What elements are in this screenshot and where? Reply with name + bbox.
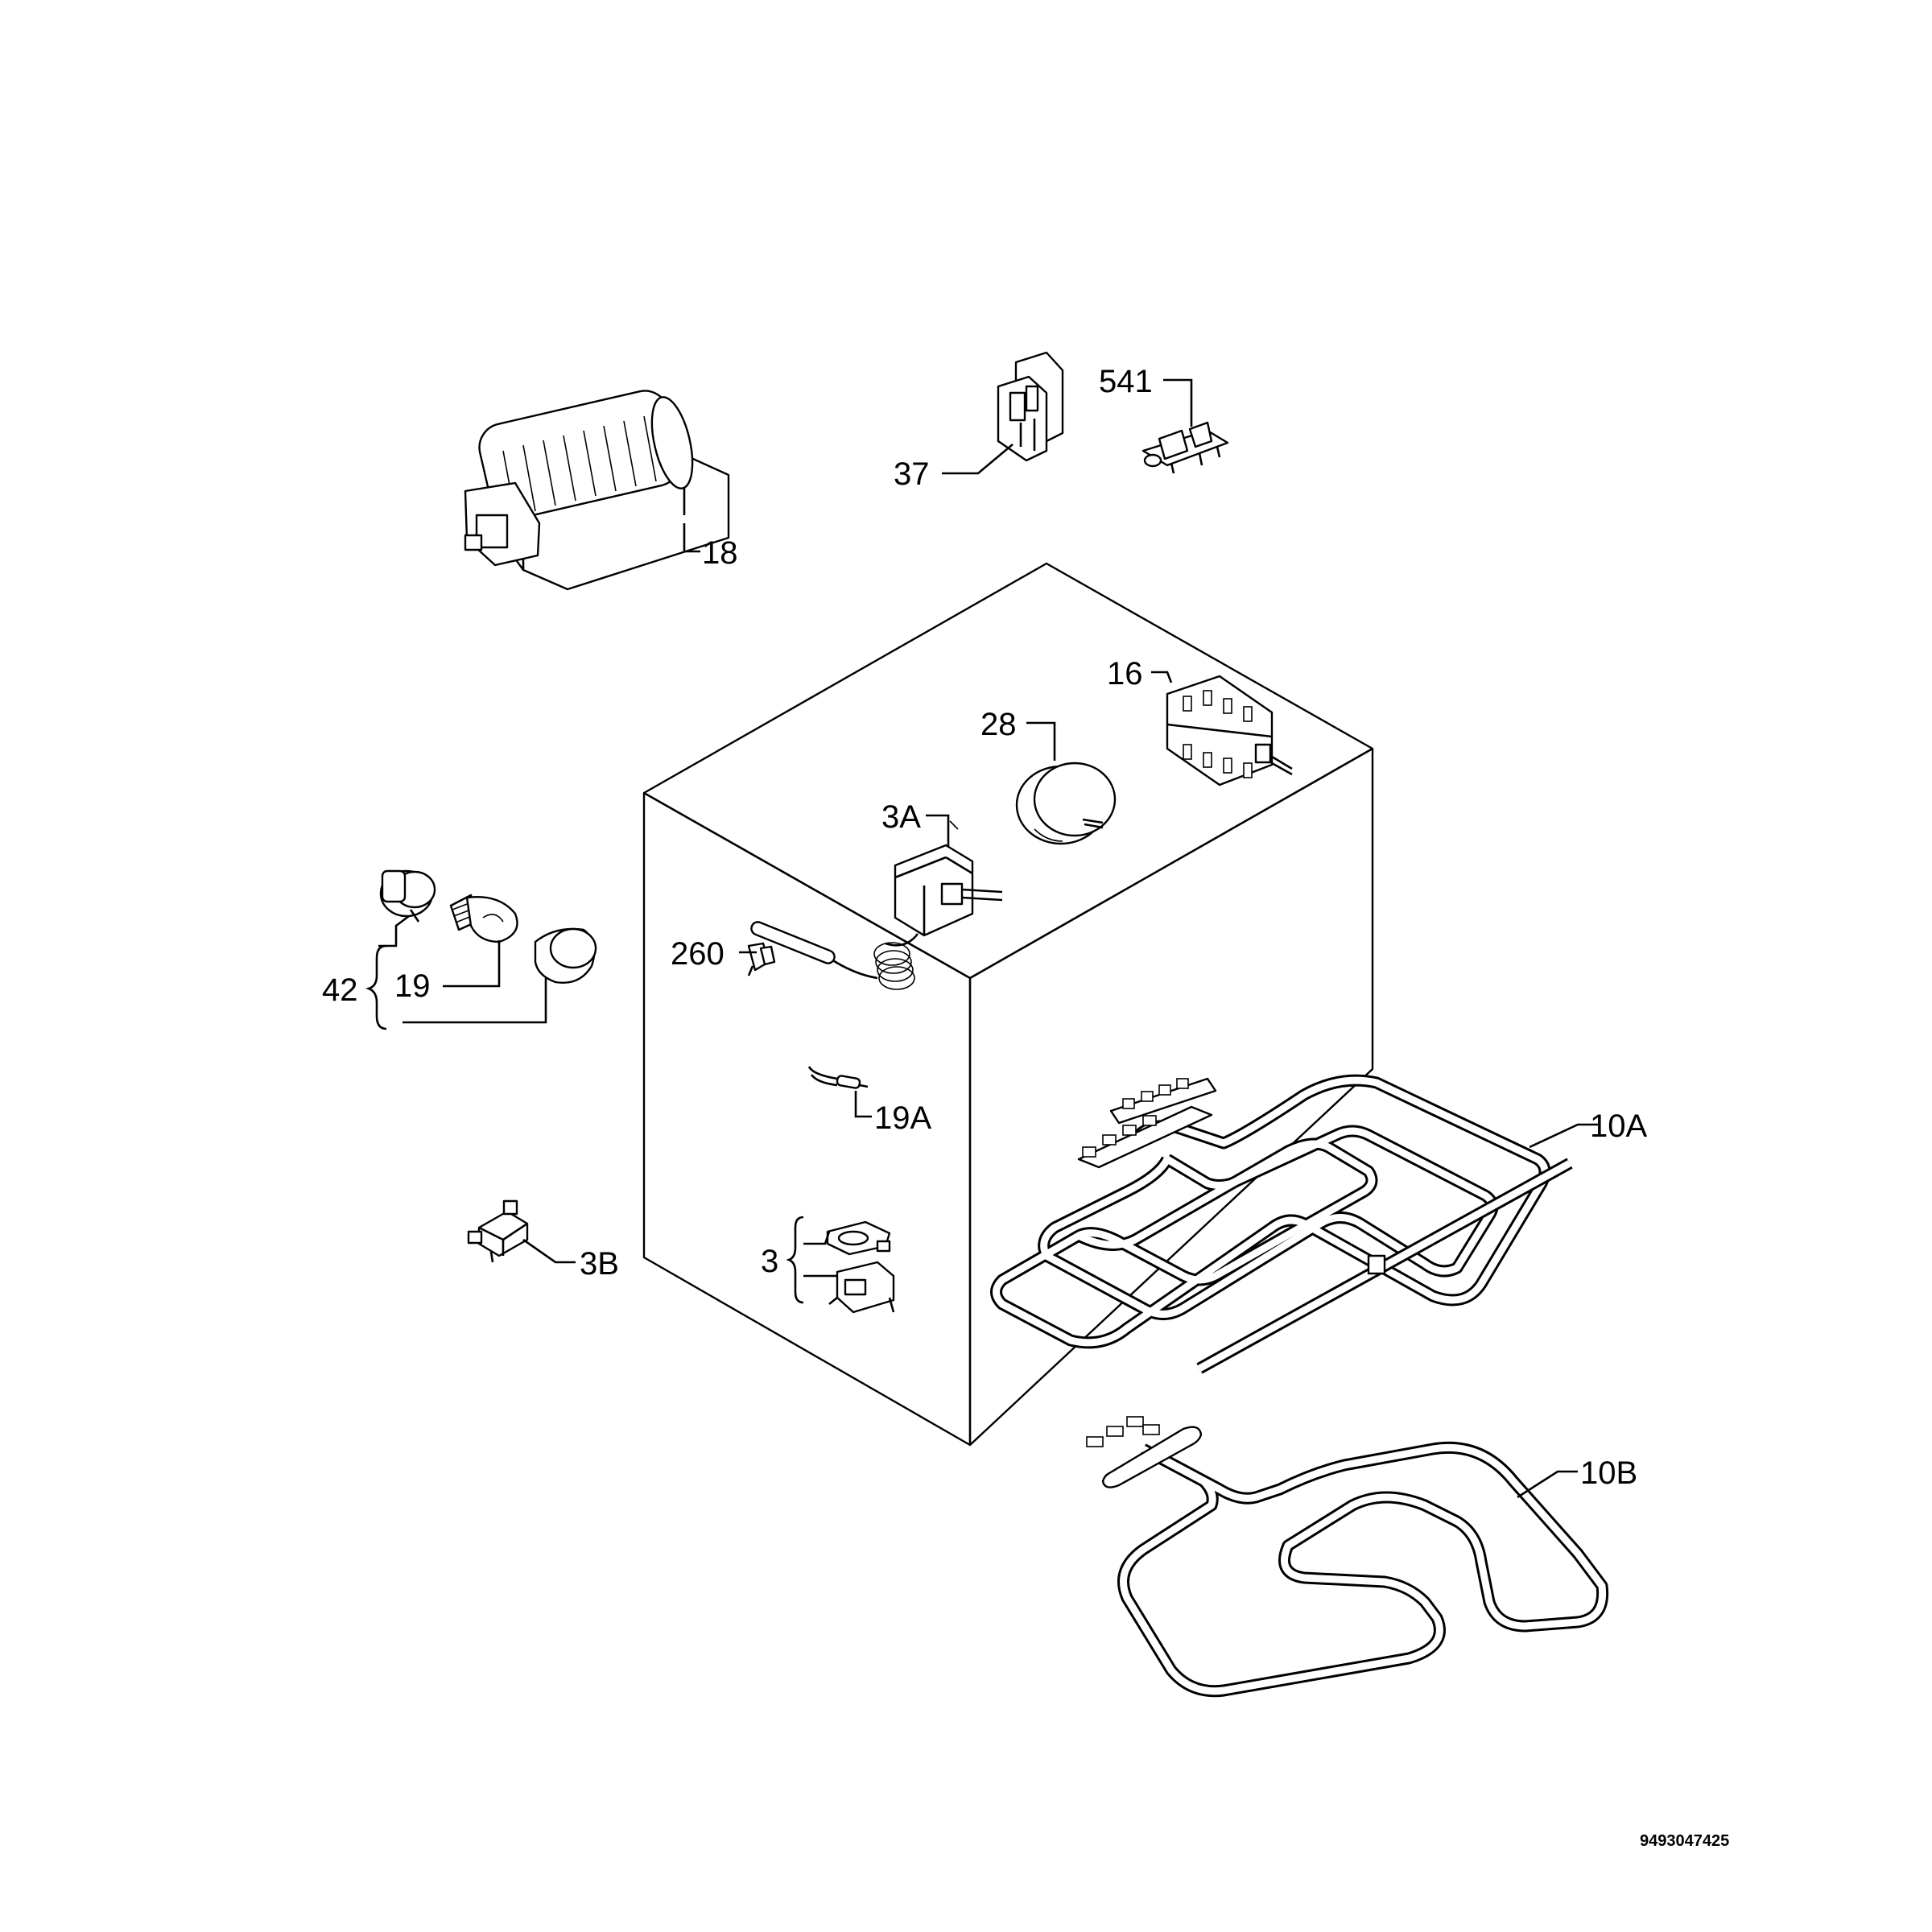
label-3A: 3A bbox=[881, 799, 921, 835]
label-541: 541 bbox=[1099, 364, 1153, 399]
lamp-bulb-part-19 bbox=[449, 894, 518, 943]
label-10B: 10B bbox=[1580, 1455, 1637, 1491]
lamp-holder-part-42 bbox=[379, 869, 436, 923]
leader-19A bbox=[854, 1091, 872, 1118]
timer-part-28 bbox=[1015, 762, 1117, 845]
label-28: 28 bbox=[980, 707, 1017, 742]
label-19A: 19A bbox=[874, 1100, 931, 1136]
document-number: 9493047425 bbox=[1640, 1832, 1729, 1850]
label-42: 42 bbox=[322, 972, 358, 1008]
brace-3 bbox=[786, 1216, 804, 1304]
selector-switch-part-16 bbox=[1166, 675, 1293, 786]
leader-42b bbox=[402, 978, 547, 1024]
label-3B: 3B bbox=[580, 1246, 619, 1282]
leader-16 bbox=[1151, 671, 1173, 683]
leader-10A bbox=[1529, 1123, 1598, 1149]
label-19: 19 bbox=[394, 968, 431, 1004]
grill-element-part-10A bbox=[990, 1074, 1573, 1374]
label-16: 16 bbox=[1107, 656, 1143, 691]
leader-10B bbox=[1517, 1470, 1578, 1499]
door-switch-part-37 bbox=[997, 351, 1064, 462]
label-18: 18 bbox=[702, 535, 738, 571]
label-3: 3 bbox=[761, 1244, 778, 1279]
thermostat-part-3A bbox=[750, 844, 1003, 990]
leader-3A bbox=[926, 814, 950, 847]
leader-42a bbox=[378, 914, 410, 947]
leader-3a bbox=[803, 1231, 831, 1245]
limiter-part-3B bbox=[467, 1199, 529, 1263]
label-260: 260 bbox=[671, 936, 724, 972]
leader-18 bbox=[683, 523, 700, 553]
tangential-fan-part-18 bbox=[464, 390, 730, 591]
label-37: 37 bbox=[894, 456, 930, 492]
leader-37 bbox=[942, 444, 1013, 475]
label-10A: 10A bbox=[1590, 1108, 1647, 1144]
oven-cavity-box bbox=[642, 562, 1374, 1447]
terminal-block-part-541 bbox=[1141, 421, 1229, 474]
leader-3B bbox=[522, 1238, 576, 1264]
leader-541 bbox=[1163, 378, 1193, 427]
lamp-cover-part bbox=[534, 927, 597, 984]
bottom-element-part-10B bbox=[1086, 1416, 1609, 1698]
clip-part-260 bbox=[747, 942, 776, 976]
leader-19 bbox=[443, 940, 501, 988]
cutout-part-3 bbox=[826, 1220, 895, 1314]
leader-28 bbox=[1026, 721, 1056, 761]
wire-sensor-part-19A bbox=[807, 1066, 869, 1089]
brace-42 bbox=[365, 944, 387, 1030]
